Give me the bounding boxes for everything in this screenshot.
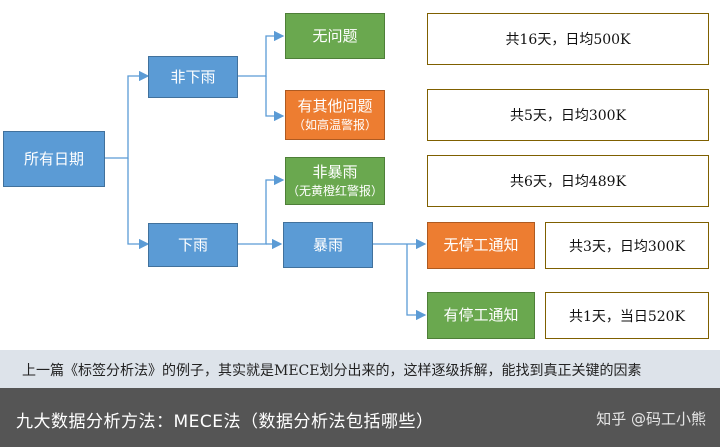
node-other-problem: 有其他问题 （如高温警报） (285, 90, 385, 140)
result-box-no-problem: 共16天，日均500K (427, 13, 709, 65)
node-stop-notice: 有停工通知 (427, 292, 535, 339)
title-bar: 九大数据分析方法：MECE法（数据分析法包括哪些） 知乎 @码工小熊 (0, 388, 720, 447)
result-box-other-problem: 共5天，日均300K (427, 89, 709, 141)
connector-norain-to-otherproblem (265, 76, 285, 122)
mece-tree-diagram: 所有日期 非下雨 下雨 无问题 有其他问题 （如高温警报） 非暴雨 （无黄橙红警… (3, 13, 709, 339)
node-no-rain: 非下雨 (148, 56, 238, 98)
result-box-stop-notice: 共1天，当日520K (545, 292, 709, 339)
node-no-stop-notice: 无停工通知 (427, 222, 535, 269)
connector-norain-to-noproblem (238, 30, 285, 77)
caption-text: 上一篇《标签分析法》的例子，其实就是MECE划分出来的，这样逐级拆解，能找到真正… (22, 363, 642, 379)
connector-all-to-rain (127, 158, 150, 250)
connector-rainstorm-to-stop (406, 244, 427, 321)
node-no-problem: 无问题 (285, 13, 385, 59)
result-box-non-rainstorm: 共6天，日均489K (427, 155, 709, 207)
caption-strip: 上一篇《标签分析法》的例子，其实就是MECE划分出来的，这样逐级拆解，能找到真正… (0, 350, 720, 388)
connector-lines (105, 30, 427, 321)
connector-rain-to-nonrainstorm (238, 174, 285, 245)
node-rainstorm: 暴雨 (283, 222, 373, 268)
page-title: 九大数据分析方法：MECE法（数据分析法包括哪些） (16, 412, 434, 432)
node-non-rainstorm: 非暴雨 （无黄橙红警报） (285, 157, 385, 205)
connector-all-to-norain (105, 70, 150, 159)
zhihu-watermark: 知乎 @码工小熊 (596, 410, 706, 428)
node-rain: 下雨 (148, 223, 238, 267)
node-all-dates: 所有日期 (3, 131, 105, 187)
result-box-no-stop-notice: 共3天，日均300K (545, 222, 709, 269)
